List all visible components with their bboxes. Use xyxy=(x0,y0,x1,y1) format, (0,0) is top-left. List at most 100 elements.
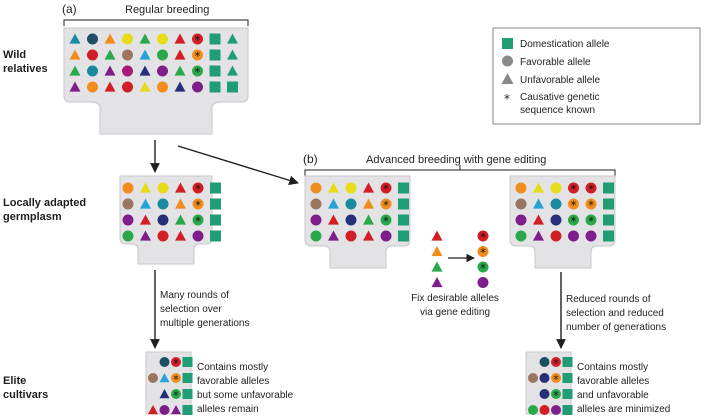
b-after-r1c3-circle xyxy=(568,198,579,210)
fix-target-r0c0-star: * xyxy=(480,230,486,244)
local-r3c0-circle xyxy=(122,230,134,242)
b-after-r0c4-circle xyxy=(585,182,597,194)
b-after-r2c1-triangle xyxy=(533,214,544,225)
b-after-r1c4-circle xyxy=(585,198,597,210)
wild-r2c1-circle xyxy=(87,65,98,77)
elite-b-r2c1-circle xyxy=(539,389,550,399)
wild-r2c4-triangle xyxy=(139,65,151,76)
local-r2c1-triangle xyxy=(140,214,151,225)
note-elite-b-3: and unfavorable xyxy=(577,390,649,401)
elite-a-r3c3-square xyxy=(182,405,193,415)
wild-r1c3-circle xyxy=(122,49,133,61)
elite-b-r1c2-star: * xyxy=(553,374,558,386)
elite-a-r2c3-square xyxy=(182,389,193,399)
b-after-r3c1-triangle xyxy=(533,230,544,241)
note-elite-b-2: favorable alleles xyxy=(577,376,649,387)
legend-causative-label-2: sequence known xyxy=(520,105,595,116)
b-before-r2c2-circle xyxy=(345,214,357,226)
b-after-r2c3-circle xyxy=(568,214,579,226)
local-r0c4-circle xyxy=(192,182,204,194)
b-after-r2c5-square xyxy=(603,214,614,226)
wild-r2c7-star: * xyxy=(195,65,201,79)
note-elite-b-1: Contains mostly xyxy=(577,362,648,373)
wild-r3c7-circle xyxy=(192,81,203,93)
b-before-r2c4-circle xyxy=(380,214,392,226)
b-after-r1c4-star: * xyxy=(588,198,594,212)
b-before-r1c1-triangle xyxy=(328,198,339,209)
b-after-r0c5-square xyxy=(603,182,614,194)
elite-b-r3c3-square xyxy=(562,405,573,415)
elite-b-r0c3-square xyxy=(562,357,573,367)
wild-r3c6-triangle xyxy=(174,81,186,92)
note-elite-a-3: but some unfavorable xyxy=(197,390,294,401)
note-fix-1: Fix desirable alleles xyxy=(411,293,499,304)
local-r3c2-circle xyxy=(157,230,169,242)
local-r0c1-triangle xyxy=(140,182,151,193)
local-r0c2-circle xyxy=(157,182,169,194)
elite-b-r2c3-square xyxy=(562,389,573,399)
b-after-r2c4-circle xyxy=(585,214,597,226)
b-after-r1c3-star: * xyxy=(571,198,577,212)
wild-r2c6-triangle xyxy=(174,65,186,76)
elite-b-r2c2-star: * xyxy=(553,390,558,402)
b-after-r3c2-circle xyxy=(550,230,562,242)
elite-b-r0c1-circle xyxy=(539,357,550,367)
arrow-wild-to-b xyxy=(177,145,299,186)
b-before-r3c4-circle xyxy=(380,230,392,242)
note-elite-a-1: Contains mostly xyxy=(197,362,268,373)
fix-source-r0c0-triangle xyxy=(431,230,443,241)
elite-b-r3c0-circle xyxy=(528,405,538,415)
b-after-r2c3-star: * xyxy=(571,214,577,228)
local-r3c3-triangle xyxy=(175,230,186,241)
wild-r2c8-square xyxy=(209,65,221,77)
local-r0c4-star: * xyxy=(195,182,201,196)
wild-r0c9-triangle xyxy=(227,33,238,44)
wild-r0c5-circle xyxy=(157,33,168,45)
wild-r0c4-triangle xyxy=(139,33,151,44)
b-after-r3c5-square xyxy=(603,230,614,242)
row-label-elite-2: cultivars xyxy=(3,389,48,401)
elite-b-r0c2-star: * xyxy=(553,358,558,370)
note-selection-b-3: number of generations xyxy=(566,322,666,333)
b-before-r3c1-triangle xyxy=(328,230,339,241)
wild-r0c6-triangle xyxy=(174,33,186,44)
b-before-r0c1-triangle xyxy=(328,182,339,193)
wild-r1c7-star: * xyxy=(195,49,201,63)
b-before-r1c2-circle xyxy=(345,198,357,210)
wild-r0c3-circle xyxy=(122,33,133,45)
row-label-wild-1: Wild xyxy=(3,49,26,61)
note-fix-2: via gene editing xyxy=(420,307,490,318)
wild-r1c8-square xyxy=(209,49,221,61)
wild-r3c8-square xyxy=(209,81,221,93)
panel-b-letter: (b) xyxy=(303,152,318,166)
b-after-r0c4-star: * xyxy=(588,182,594,196)
local-r2c4-circle xyxy=(192,214,204,226)
elite-b-r1c2-circle xyxy=(551,373,561,383)
local-r2c2-circle xyxy=(157,214,169,226)
wild-r0c7-circle xyxy=(192,33,203,45)
row-label-local-1: Locally adapted xyxy=(3,197,86,209)
fix-target-r3c0-circle xyxy=(477,277,489,288)
elite-a-r1c2-star: * xyxy=(173,374,178,386)
note-selection-b-2: selection and reduced xyxy=(566,308,664,319)
legend: Domestication allele Favorable allele Un… xyxy=(492,27,701,125)
allele-marks: ************************ xyxy=(69,33,614,415)
elite-a-r3c2-triangle xyxy=(171,405,181,415)
legend-unfavorable-swatch xyxy=(501,73,514,84)
b-before-r0c3-triangle xyxy=(363,182,374,193)
note-elite-a-4: alleles remain xyxy=(197,404,259,415)
b-before-r0c5-square xyxy=(398,182,409,194)
wild-r2c0-triangle xyxy=(69,65,81,76)
wild-r1c2-triangle xyxy=(104,49,116,60)
legend-unfavorable-label: Unfavorable allele xyxy=(520,75,600,86)
wild-r2c5-circle xyxy=(157,65,168,77)
b-after-r0c2-circle xyxy=(550,182,562,194)
local-r0c0-circle xyxy=(122,182,134,194)
b-after-r1c2-circle xyxy=(550,198,562,210)
panel-a-letter: (a) xyxy=(62,2,77,16)
local-r1c1-triangle xyxy=(140,198,151,209)
panel-b-bracket xyxy=(304,169,616,176)
b-after-r0c3-circle xyxy=(568,182,579,194)
local-r3c4-circle xyxy=(192,230,204,242)
